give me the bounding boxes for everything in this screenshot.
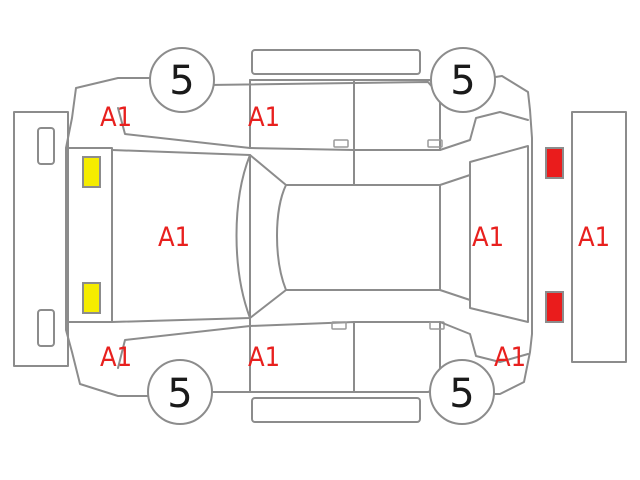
front-bumper [13,111,69,367]
damage-label-front-fender-bottom: A1 [100,342,132,373]
wheel-label: 5 [449,371,474,417]
side-panels-bottom [117,317,529,393]
car-body [65,75,533,397]
roof-rail-bottom [251,397,421,423]
front-lamp-bottom [82,282,101,314]
damage-label-rear-fender-bottom: A1 [494,342,526,373]
roof-rail-top [251,49,421,75]
rear-lamp-bottom [545,291,564,323]
wheel-label: 5 [169,58,194,104]
damage-label-front-door-bottom: A1 [248,342,280,373]
front-lamp-top [82,156,101,188]
damage-label-hood: A1 [158,222,190,253]
side-panels-top [117,79,529,186]
rear-lamp-top [545,147,564,179]
wheel-rear-bottom: 5 [429,359,495,425]
damage-label-trunk: A1 [472,222,504,253]
wheel-front-top: 5 [149,47,215,113]
wheel-label: 5 [450,58,475,104]
wheel-front-bottom: 5 [147,359,213,425]
damage-label-rear-bumper: A1 [578,222,610,253]
wheel-rear-top: 5 [430,47,496,113]
rear-bumper [571,111,627,363]
damage-label-front-fender-top: A1 [100,102,132,133]
wheel-label: 5 [167,371,192,417]
damage-label-front-door-top: A1 [248,102,280,133]
